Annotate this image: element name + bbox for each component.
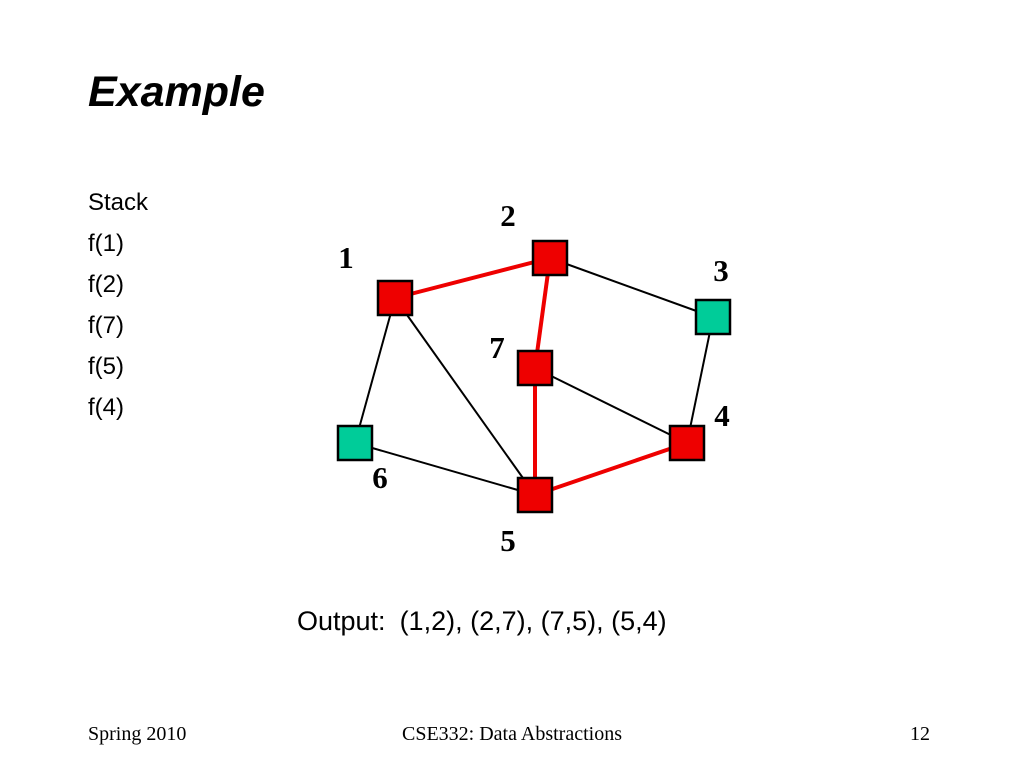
graph-node-label-7: 7 xyxy=(489,330,505,365)
graph-edge-1-2 xyxy=(394,256,551,300)
stack-item-f2: f(2) xyxy=(88,271,124,298)
graph-edge-7-4 xyxy=(534,367,688,444)
output-label: Output: xyxy=(297,606,386,636)
graph-edge-5-4 xyxy=(534,441,688,497)
graph-node-7 xyxy=(516,349,554,387)
stack-item-f7: f(7) xyxy=(88,312,124,339)
graph-edge-2-3 xyxy=(549,257,714,318)
output-text: Output: (1,2), (2,7), (7,5), (5,4) xyxy=(297,606,667,637)
graph-node-label-4: 4 xyxy=(714,398,730,433)
slide-title: Example xyxy=(88,68,265,116)
graph-edge-1-5 xyxy=(394,297,536,496)
stack-header: Stack xyxy=(88,189,149,216)
stack-item-f1: f(1) xyxy=(88,230,124,257)
graph-node-label-2: 2 xyxy=(500,198,516,233)
graph-node-5 xyxy=(516,476,554,514)
graph-edge-3-4 xyxy=(686,316,714,444)
graph-node-2 xyxy=(531,239,569,277)
graph-edge-2-7 xyxy=(533,257,552,369)
stack-panel: Stack f(1) f(2) f(7) f(5) f(4) xyxy=(88,182,148,428)
graph-node-4 xyxy=(668,424,706,462)
output-value: (1,2), (2,7), (7,5), (5,4) xyxy=(399,606,667,636)
graph-node-label-1: 1 xyxy=(338,240,354,275)
graph-edge-1-6 xyxy=(354,297,396,444)
graph-node-6 xyxy=(336,424,374,462)
footer: CSE332: Data Abstractions Spring 2010 12 xyxy=(0,723,1024,751)
stack-item-f4: f(4) xyxy=(88,394,124,421)
graph-node-label-3: 3 xyxy=(713,253,729,288)
graph-node-label-5: 5 xyxy=(500,523,516,558)
graph-node-3 xyxy=(694,298,732,336)
graph-node-1 xyxy=(376,279,414,317)
footer-course-title: CSE332: Data Abstractions xyxy=(402,723,622,745)
graph-node-label-6: 6 xyxy=(372,460,388,495)
graph-edge-6-5 xyxy=(354,442,536,496)
footer-term: Spring 2010 xyxy=(88,723,187,745)
footer-page-number: 12 xyxy=(910,723,930,745)
stack-item-f5: f(5) xyxy=(88,353,124,380)
